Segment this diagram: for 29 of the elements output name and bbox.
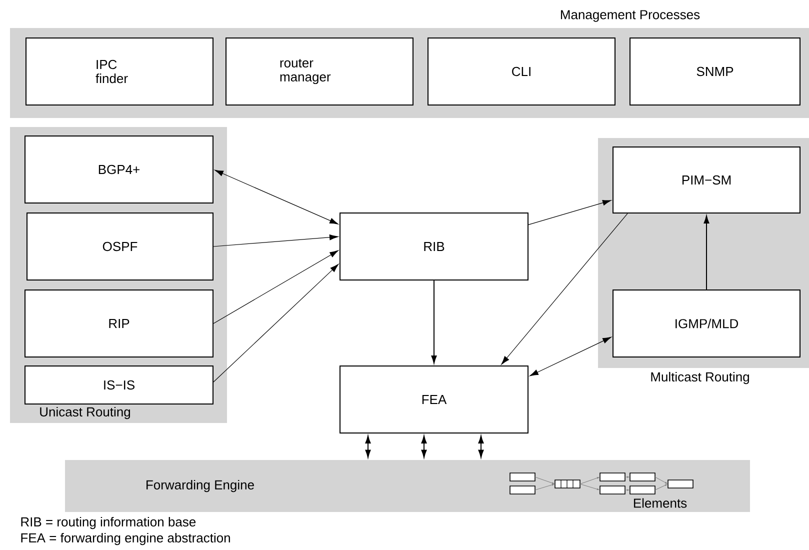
legend-note: RIB = routing information base xyxy=(21,516,196,530)
arrow xyxy=(501,213,628,365)
arrow xyxy=(213,250,338,324)
arrow xyxy=(431,280,437,364)
arrow xyxy=(213,264,339,382)
process-box: IS−IS xyxy=(24,366,214,404)
group-panel: Forwarding Engine Elements xyxy=(65,460,750,512)
process-box: IPC finder xyxy=(26,38,214,106)
node-label: Multicast Routing xyxy=(651,372,750,384)
process-box: BGP4+ xyxy=(24,136,214,204)
arrow xyxy=(421,436,427,458)
legend-note: FEA = forwarding engine abstraction xyxy=(21,532,230,546)
process-box: router manager xyxy=(226,38,414,106)
process-box: RIB xyxy=(340,212,528,280)
arrow xyxy=(530,336,612,376)
arrow xyxy=(704,216,710,290)
process-box: FEA xyxy=(340,366,528,434)
arrow xyxy=(478,436,484,458)
arrow xyxy=(214,170,338,224)
process-box: IGMP/MLD xyxy=(612,290,800,358)
arrow xyxy=(528,200,612,225)
process-box: SNMP xyxy=(630,38,800,106)
arrow xyxy=(213,234,338,247)
arrow xyxy=(365,436,371,458)
process-box: CLI xyxy=(428,38,616,106)
process-box: PIM−SM xyxy=(612,146,800,214)
process-box: OSPF xyxy=(26,212,214,280)
node-label: Management Processes xyxy=(560,10,700,22)
process-box: RIP xyxy=(24,290,214,358)
